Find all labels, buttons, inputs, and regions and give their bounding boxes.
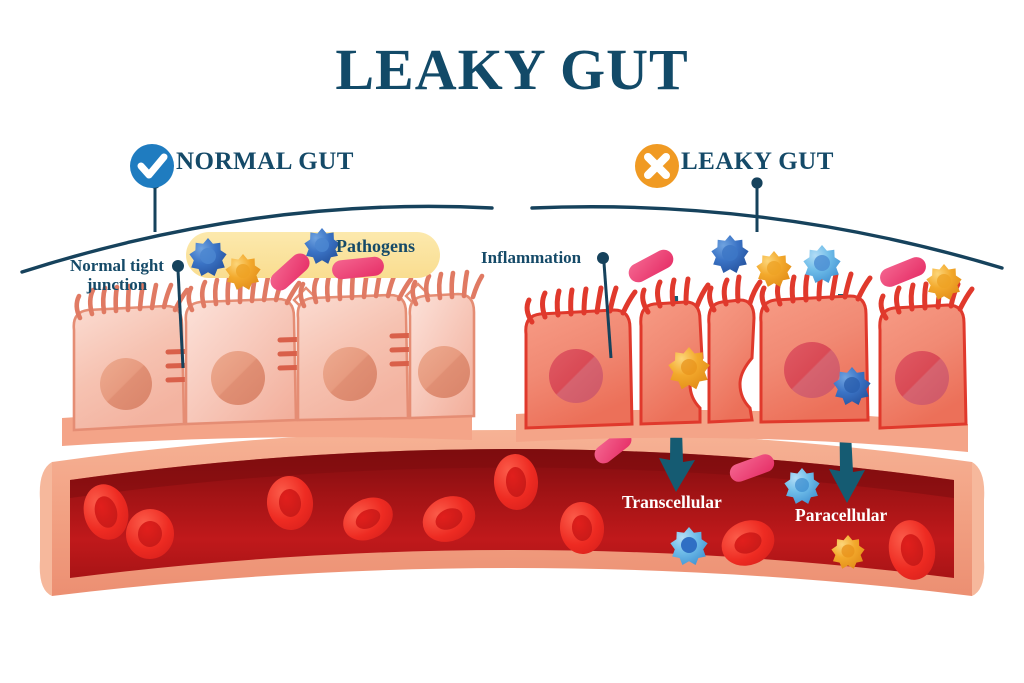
blood-vessel: [39, 294, 985, 596]
normal-gut-cell: [296, 270, 414, 422]
particle-orange-icon: [831, 535, 865, 569]
callout-pathogens: Pathogens: [336, 236, 416, 256]
section-label-leaky-gut: LEAKY GUT: [681, 148, 834, 175]
inflammation-leader: [597, 252, 613, 359]
bacteria-rod-icon: [594, 430, 632, 464]
bacteria-rod-icon: [628, 249, 674, 283]
particle-orange-icon: [756, 251, 792, 287]
callout-normal-tight-junction: Normal tight junction: [56, 256, 178, 294]
leaky-gut-cell: [707, 274, 763, 424]
normal-gut-cell: [408, 269, 485, 420]
bacteria-rod-icon: [332, 256, 384, 280]
particle-orange-icon: [926, 264, 962, 300]
bacteria-rod-icon: [729, 454, 775, 482]
label-paracellular: Paracellular: [795, 505, 888, 525]
vessel-pathogens: [594, 430, 865, 569]
bacteria-rod-icon: [270, 253, 310, 291]
leaky-gut-cell: [639, 276, 711, 426]
virus-lightblue-icon: [784, 468, 820, 504]
label-transcellular: Transcellular: [622, 492, 722, 512]
particle-orange-icon: [668, 347, 710, 390]
red-blood-cells: [83, 454, 936, 580]
callout-line-2: junction: [86, 275, 148, 295]
section-leader-lines: [149, 177, 763, 232]
section-divider-arc: [20, 204, 1004, 274]
virus-blue-icon: [304, 228, 340, 264]
leaky-gut-pathogens: [628, 235, 962, 300]
section-label-normal-gut: NORMAL GUT: [176, 148, 354, 175]
virus-blue-icon: [189, 238, 227, 276]
virus-blue-icon: [833, 367, 871, 405]
check-circle-icon: [130, 144, 174, 188]
callout-inflammation: Inflammation: [481, 248, 582, 267]
bacteria-rod-icon: [880, 257, 926, 287]
virus-blue-icon: [711, 235, 749, 273]
normal-gut-cell: [72, 282, 190, 432]
virus-blue-icon: [670, 527, 708, 565]
x-circle-icon: [635, 144, 679, 188]
leaky-gut-epithelium: [516, 271, 975, 452]
normal-gut-cell: [184, 274, 302, 426]
leaky-gut-cell: [524, 285, 638, 430]
normal-gut-pathogens: [189, 228, 384, 291]
leaky-gut-cell: [878, 280, 975, 430]
virus-lightblue-icon: [803, 245, 841, 283]
normal-tight-junction-leader: [172, 260, 185, 369]
callout-line-1: Normal tight: [70, 256, 164, 275]
normal-gut-epithelium: [62, 269, 485, 446]
page-title: LEAKY GUT: [335, 37, 689, 102]
particle-orange-icon: [225, 254, 261, 290]
